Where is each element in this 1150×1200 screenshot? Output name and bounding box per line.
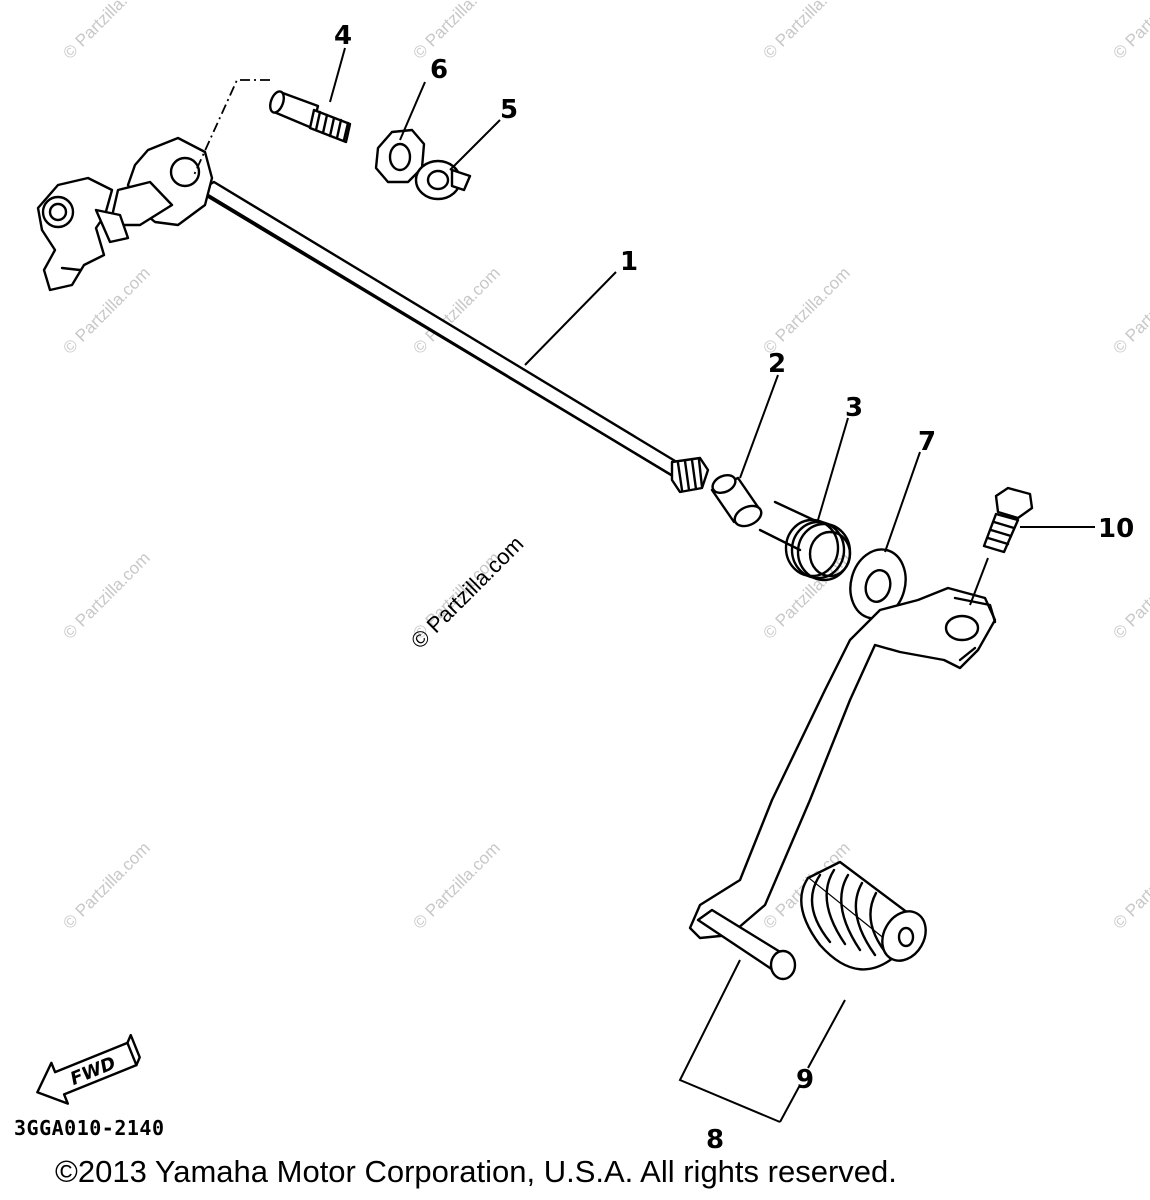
watermark-text: © Partzilla.com bbox=[409, 838, 503, 932]
callout-2: 2 bbox=[768, 349, 786, 379]
part-3-torsion-spring[interactable] bbox=[758, 500, 852, 582]
part-8-shift-pedal[interactable] bbox=[688, 586, 997, 981]
callout-9: 9 bbox=[796, 1065, 814, 1095]
watermark-text: © Partzilla.com bbox=[1109, 548, 1150, 642]
leader-lines bbox=[329, 47, 1095, 1123]
watermark-text: © Partzilla.com bbox=[59, 548, 153, 642]
fwd-arrow-icon: FWD bbox=[36, 1033, 141, 1105]
watermark-text: © Partzilla.com bbox=[1109, 263, 1150, 357]
part-2-collar[interactable] bbox=[710, 472, 765, 530]
callout-5: 5 bbox=[500, 95, 518, 125]
watermark-text: © Partzilla.com bbox=[759, 0, 853, 63]
watermark-text: © Partzilla.com bbox=[759, 263, 853, 357]
callout-1: 1 bbox=[620, 247, 638, 277]
callout-6: 6 bbox=[430, 55, 448, 85]
callout-7: 7 bbox=[918, 427, 936, 457]
center-watermark: © Partzilla.com bbox=[406, 531, 529, 654]
watermark-layer: © Partzilla.com © Partzilla.com © Partzill… bbox=[59, 0, 1150, 933]
callout-3: 3 bbox=[845, 393, 863, 423]
part-4-stud-bolt[interactable] bbox=[268, 90, 352, 144]
callout-4: 4 bbox=[334, 21, 352, 51]
part-7-washer[interactable] bbox=[843, 543, 913, 625]
part-9-pedal-rubber[interactable] bbox=[800, 860, 934, 971]
part-1-shift-shaft[interactable] bbox=[36, 136, 710, 494]
callout-8: 8 bbox=[706, 1125, 724, 1155]
alignment-line bbox=[193, 79, 270, 176]
watermark-text: © Partzilla.com bbox=[1109, 838, 1150, 932]
watermark-text: © Partzilla.com bbox=[59, 838, 153, 932]
part-5-lock-washer[interactable] bbox=[414, 159, 472, 201]
part-10-bolt[interactable] bbox=[982, 486, 1034, 554]
copyright-notice: ©2013 Yamaha Motor Corporation, U.S.A. A… bbox=[55, 1154, 897, 1189]
part-6-nut[interactable] bbox=[374, 128, 426, 184]
callout-10: 10 bbox=[1098, 514, 1134, 544]
watermark-text: © Partzilla.com bbox=[759, 548, 853, 642]
watermark-text: © Partzilla.com bbox=[409, 0, 503, 63]
watermark-text: © Partzilla.com bbox=[59, 0, 153, 63]
diagram-part-code: 3GGA010-2140 bbox=[14, 1116, 165, 1140]
watermark-text: © Partzilla.com bbox=[1109, 0, 1150, 63]
